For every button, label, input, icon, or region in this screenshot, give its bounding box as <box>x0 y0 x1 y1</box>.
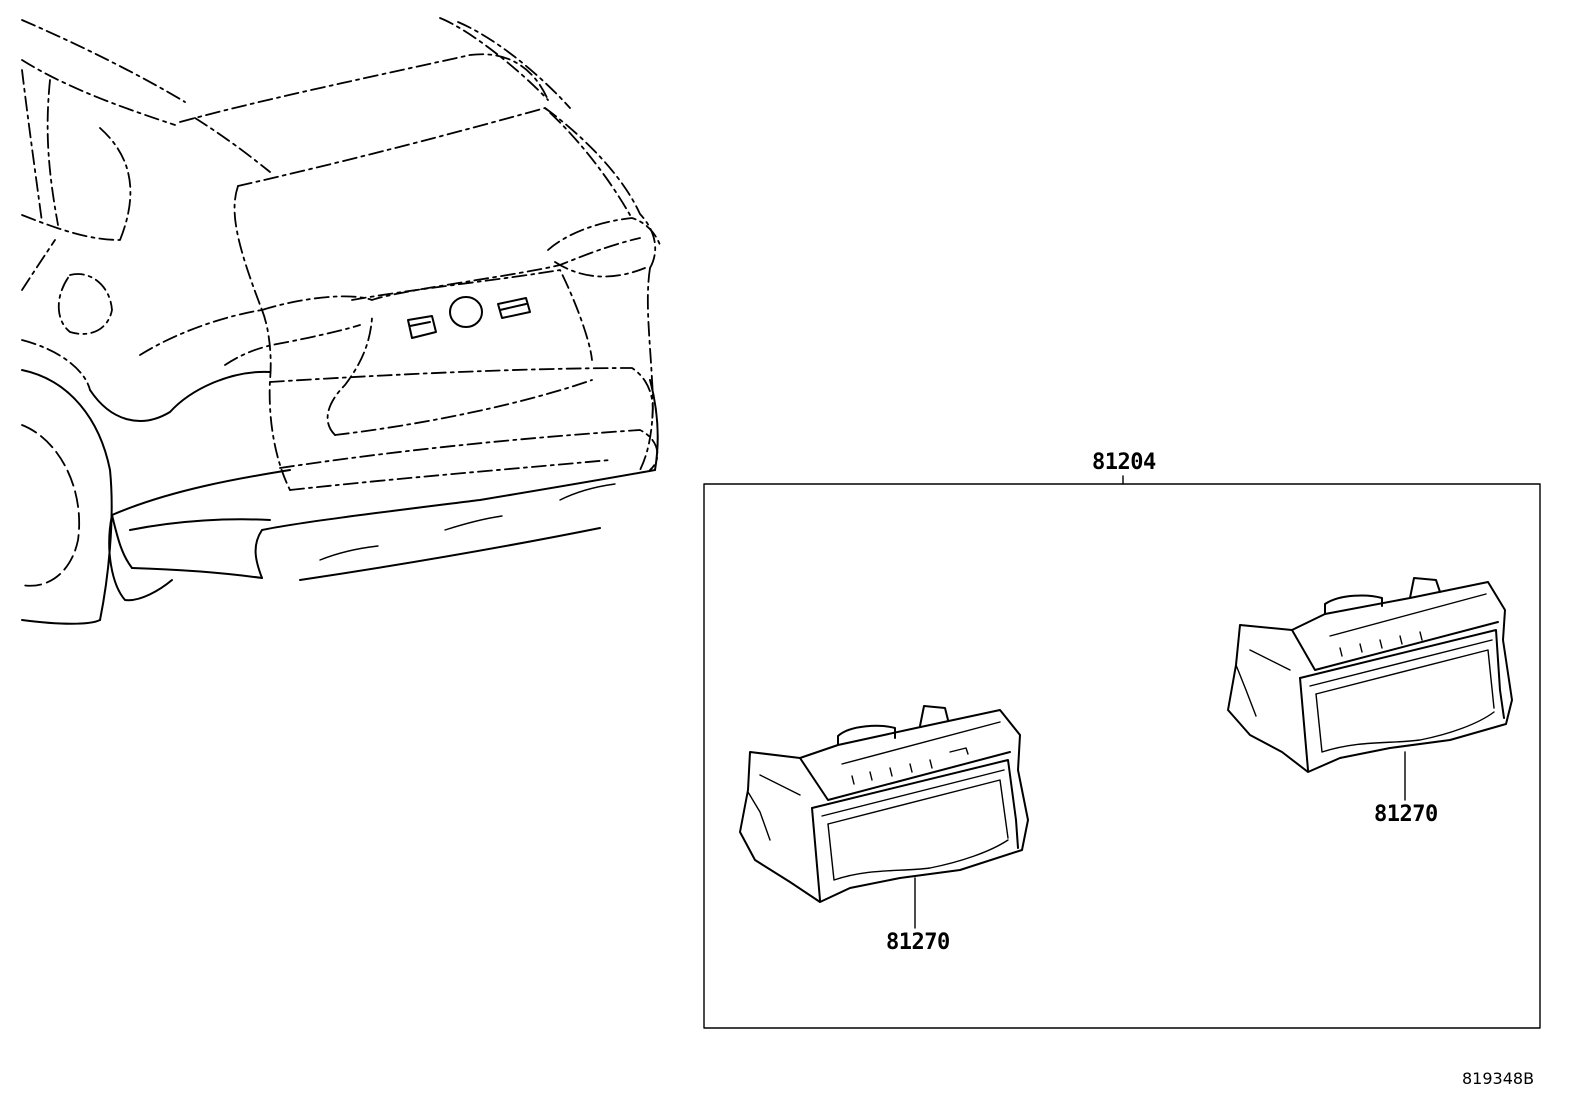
vehicle-rear-phantom-view <box>21 17 661 625</box>
license-lamp-left-illustration <box>739 705 1029 929</box>
assembly-frame <box>703 475 1541 1029</box>
callout-part-left-81270: 81270 <box>886 930 950 955</box>
callout-assembly-81204: 81204 <box>1092 450 1156 475</box>
callout-part-right-81270: 81270 <box>1374 802 1438 827</box>
document-id: 819348B <box>1462 1069 1535 1088</box>
license-lamp-right-illustration <box>1227 577 1513 801</box>
